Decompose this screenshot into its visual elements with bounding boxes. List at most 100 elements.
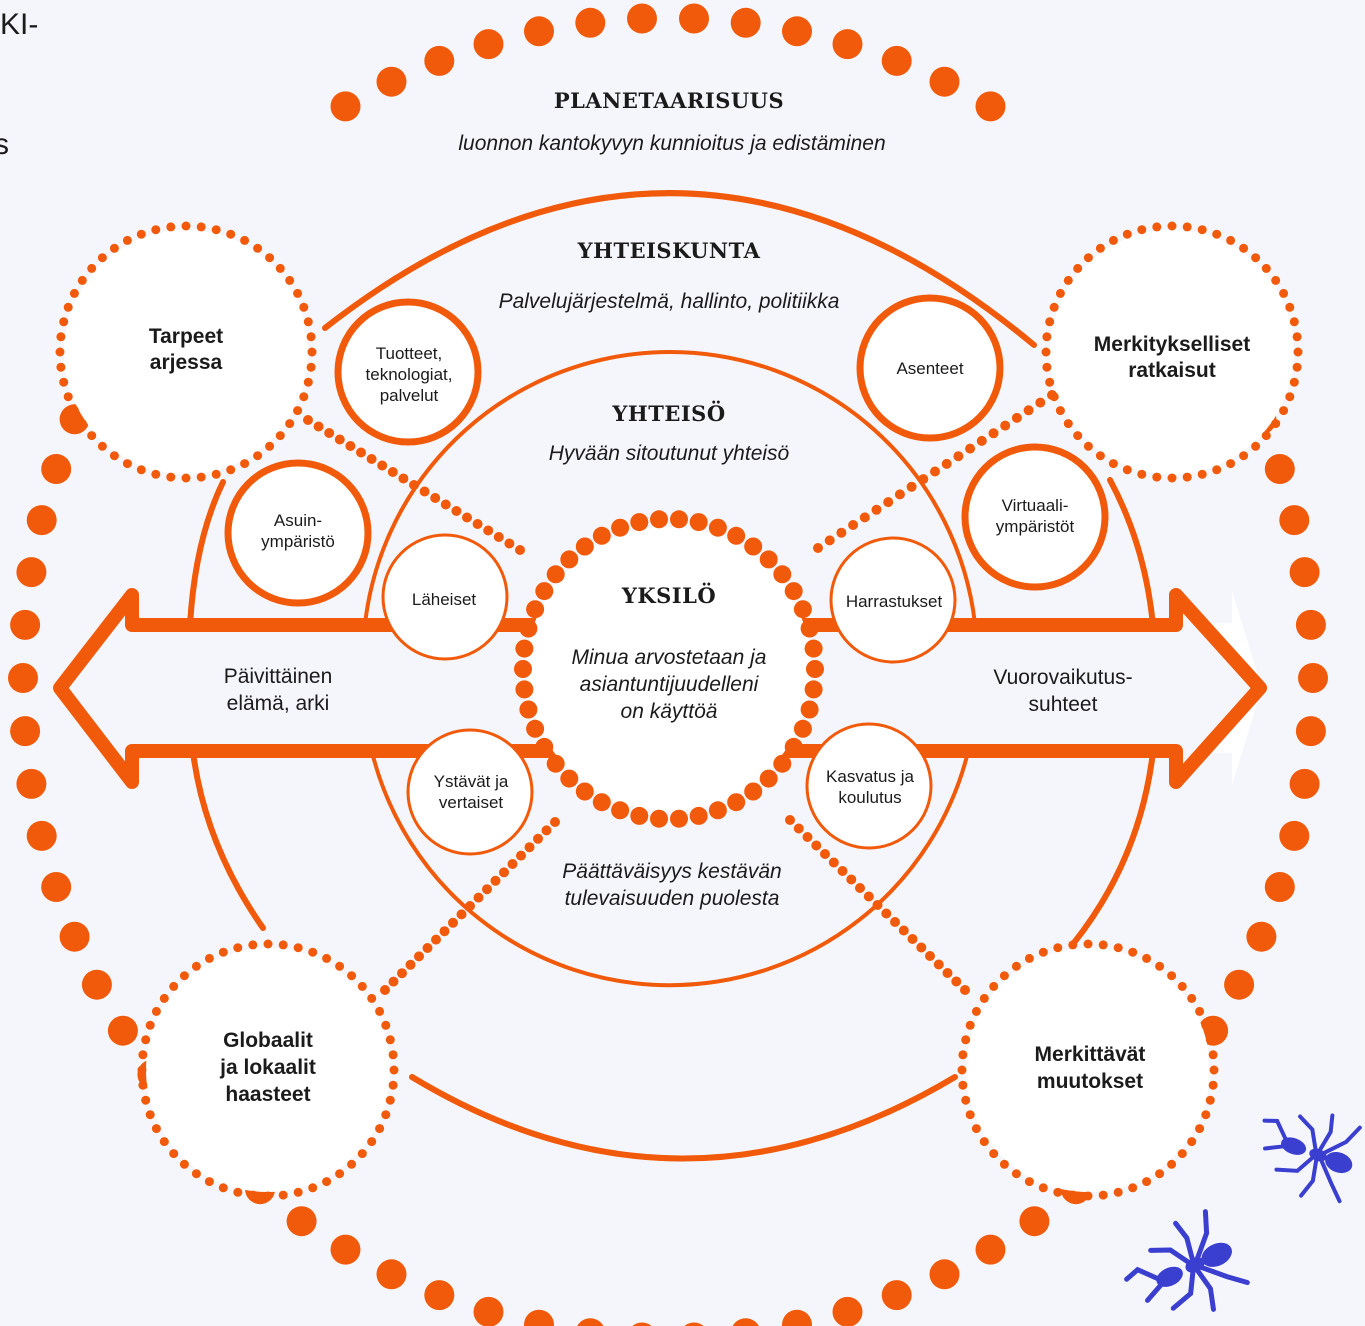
corner-circle-dot [63, 392, 73, 402]
corner-circle-dot [1251, 253, 1261, 263]
planetary-dot [832, 1296, 863, 1326]
corner-circle-dot [1212, 465, 1222, 475]
corner-circle-dot [166, 222, 176, 232]
connector-dot [863, 891, 874, 902]
corner-circle-dot [1182, 472, 1192, 482]
connector-dot [872, 900, 883, 910]
planetary-dot [59, 921, 90, 952]
corner-circle-dot [196, 222, 206, 232]
corner-circle-dot [1261, 263, 1271, 273]
corner-circle-dot [1095, 243, 1105, 253]
planetary-dot [929, 1259, 960, 1290]
corner-circle-dot [1053, 1187, 1063, 1197]
corner-circle-dot [248, 940, 258, 950]
corner-circle-dot [1152, 472, 1162, 482]
connector-dot [953, 451, 964, 462]
corner-circle-dot [138, 1050, 148, 1060]
individual-dot [784, 737, 803, 756]
individual-dot [784, 582, 803, 601]
connector-dot [802, 832, 813, 842]
planetary-dot [881, 1280, 912, 1311]
connector-dot [960, 985, 970, 995]
connector-dot [859, 512, 870, 523]
node-label-laheiset: Läheiset [412, 590, 477, 609]
corner-circle-dot [122, 459, 132, 469]
corner-circle-dot [1251, 441, 1261, 451]
individual-dot [800, 700, 819, 719]
connector-dot [871, 504, 882, 515]
corner-circle-dot [109, 451, 119, 461]
planetary-dot [524, 1309, 554, 1326]
corner-circle-dot [965, 1110, 975, 1120]
node-label-harrastukset: Harrastukset [846, 592, 943, 611]
planetary-dot [782, 16, 812, 47]
planetary-dot [330, 1234, 361, 1265]
bottom-text-line: Päättäväisyys kestävän [562, 860, 781, 883]
corner-circle-dot [961, 1035, 971, 1045]
connector-dot [894, 489, 905, 500]
connector-dot [388, 976, 399, 987]
planetary-dot [286, 1206, 317, 1237]
corner-circle-dot [265, 441, 275, 451]
corner-circle-dot [1011, 961, 1021, 971]
corner-circle-dot [293, 406, 303, 416]
connector-dot [493, 532, 504, 542]
planetary-dot [330, 91, 361, 122]
individual-dot [630, 513, 649, 532]
corner-circle-dot [1083, 253, 1093, 263]
corner-circle-dot [181, 221, 191, 231]
corner-circle-dot [1197, 225, 1207, 235]
corner-circle-top-left [64, 230, 308, 474]
arrow-left-label: Päivittäinen [224, 665, 333, 688]
corner-circle-dot [97, 441, 107, 451]
connector-dot [387, 467, 398, 477]
planetary-dot [473, 29, 504, 60]
connector-dot [345, 441, 356, 451]
corner-circle-dot [1289, 377, 1299, 387]
corner-circle-dot [1155, 961, 1165, 971]
society-ring-left-upper [187, 479, 226, 628]
corner-circle-dot [141, 1035, 151, 1045]
arrow-right-label: suhteet [1029, 693, 1098, 716]
individual-dot [727, 526, 746, 545]
individual-dot [793, 719, 812, 738]
connector-dot [524, 842, 535, 853]
planetary-dot [424, 1280, 455, 1311]
connector-dot [490, 875, 501, 886]
corner-circle-dot [211, 225, 221, 235]
corner-circle-dot [1177, 1149, 1187, 1159]
corner-circle-dot [1122, 465, 1132, 475]
corner-circle-dot [151, 1124, 161, 1134]
connector-dot [422, 943, 433, 953]
corner-circle-dot [1083, 1191, 1093, 1201]
corner-circle-dot [1042, 362, 1052, 372]
dotted-connectors [303, 390, 1057, 995]
individual-dot [526, 719, 545, 738]
node-label-asuin: Asuin- [274, 511, 322, 530]
individual-dot [670, 809, 688, 828]
corner-circle-dot [248, 1190, 258, 1200]
corner-circle-dot [1226, 235, 1236, 245]
individual-dot [592, 793, 611, 812]
planetary-dot [632, 1322, 652, 1326]
connector-dot [846, 874, 857, 885]
corner-circle-top-right [1050, 230, 1294, 474]
individual-dot [515, 680, 534, 699]
yhteiso-subtitle: Hyvään sitoutunut yhteisö [549, 442, 790, 465]
corner-circle-dot [1042, 332, 1052, 342]
corner-circle-dot [69, 288, 79, 298]
connector-dot [472, 519, 483, 529]
corner-circle-dot [971, 1124, 981, 1134]
individual-dot [560, 550, 579, 569]
node-label-ystavat: Ystävät ja [434, 772, 509, 791]
node-label-ystavat: vertaiset [439, 793, 504, 812]
corner-circle-dot [1113, 1187, 1123, 1197]
planetary-dot [26, 505, 57, 536]
planetary-dot [730, 7, 761, 38]
individual-dot [744, 537, 763, 556]
corner-circle-dot [1208, 1080, 1218, 1090]
planetary-dot [975, 91, 1006, 122]
planetary-dot [376, 66, 407, 97]
planetary-dot [1279, 820, 1310, 851]
individual-dot [535, 582, 554, 601]
